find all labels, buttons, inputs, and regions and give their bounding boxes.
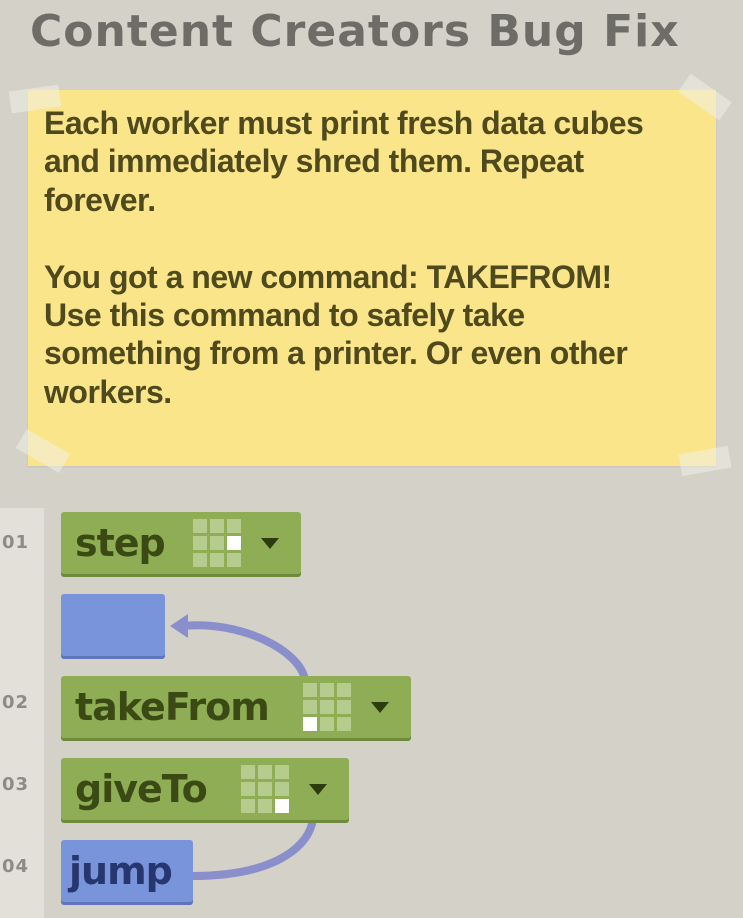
chevron-down-icon[interactable] [371, 701, 389, 713]
grid-cell[interactable] [227, 553, 241, 567]
grid-cell[interactable] [303, 683, 317, 697]
step-block[interactable]: step [61, 512, 301, 574]
instructions-note: Each worker must print fresh data cubes … [28, 90, 716, 466]
level-title: Content Creators Bug Fix [30, 6, 680, 57]
grid-cell[interactable] [258, 782, 272, 796]
grid-cell[interactable] [241, 782, 255, 796]
grid-cell[interactable] [193, 553, 207, 567]
direction-picker[interactable] [303, 683, 351, 731]
chevron-down-icon[interactable] [261, 537, 279, 549]
arrow-head-icon [170, 614, 188, 638]
grid-cell[interactable] [193, 519, 207, 533]
command-label: jump [69, 849, 173, 893]
grid-cell[interactable] [241, 799, 255, 813]
grid-cell[interactable] [210, 536, 224, 550]
chevron-down-icon[interactable] [309, 783, 327, 795]
takefrom-block[interactable]: takeFrom [61, 676, 411, 738]
jump-target-block[interactable] [61, 594, 165, 656]
selected-cell[interactable] [227, 536, 241, 550]
grid-cell[interactable] [337, 717, 351, 731]
jump-block[interactable]: jump [61, 840, 193, 902]
grid-cell[interactable] [275, 782, 289, 796]
grid-cell[interactable] [320, 683, 334, 697]
grid-cell[interactable] [258, 799, 272, 813]
grid-cell[interactable] [210, 519, 224, 533]
direction-picker[interactable] [193, 519, 241, 567]
grid-cell[interactable] [275, 765, 289, 779]
command-label: giveTo [75, 767, 208, 811]
jump-arrow [188, 820, 316, 880]
command-label: takeFrom [75, 685, 270, 729]
takefrom-arrow [178, 621, 309, 684]
giveto-block[interactable]: giveTo [61, 758, 349, 820]
grid-cell[interactable] [210, 553, 224, 567]
grid-cell[interactable] [337, 683, 351, 697]
grid-cell[interactable] [241, 765, 255, 779]
grid-cell[interactable] [320, 717, 334, 731]
command-label: step [75, 521, 166, 565]
line-number: 01 [2, 532, 30, 553]
instructions-text: Each worker must print fresh data cubes … [44, 105, 644, 410]
grid-cell[interactable] [193, 536, 207, 550]
grid-cell[interactable] [320, 700, 334, 714]
line-number-gutter [0, 508, 44, 918]
selected-cell[interactable] [275, 799, 289, 813]
selected-cell[interactable] [303, 717, 317, 731]
line-number: 02 [2, 692, 30, 713]
grid-cell[interactable] [258, 765, 272, 779]
grid-cell[interactable] [337, 700, 351, 714]
grid-cell[interactable] [303, 700, 317, 714]
line-number: 04 [2, 856, 30, 877]
line-number: 03 [2, 774, 30, 795]
direction-picker[interactable] [241, 765, 289, 813]
grid-cell[interactable] [227, 519, 241, 533]
